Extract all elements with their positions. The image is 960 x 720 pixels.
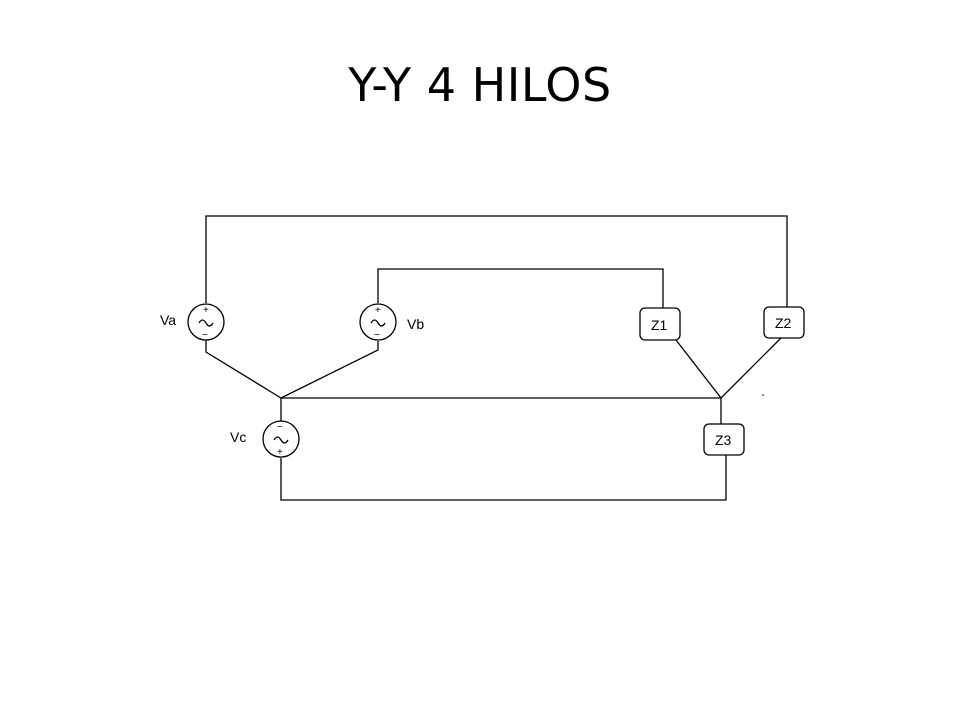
impedance-z1-label: Z1 bbox=[651, 317, 668, 333]
wire-z2-to-neutral bbox=[720, 337, 782, 399]
wire-va-to-z2 bbox=[205, 215, 788, 307]
impedance-z3: Z3 bbox=[703, 423, 745, 456]
impedance-z3-label: Z3 bbox=[715, 432, 732, 448]
source-vc-polarity-bottom: + bbox=[277, 447, 283, 458]
source-vb-polarity-top: + bbox=[375, 305, 381, 316]
source-vc: − + Vc bbox=[230, 420, 300, 458]
source-vc-polarity-top: − bbox=[277, 422, 283, 433]
impedance-z1: Z1 bbox=[639, 307, 681, 341]
source-va-polarity-bottom: − bbox=[202, 330, 208, 341]
impedance-z2: Z2 bbox=[763, 306, 805, 339]
impedance-z1-box bbox=[639, 307, 681, 341]
ac-wave-icon bbox=[198, 319, 214, 327]
slide-title: Y-Y 4 HILOS bbox=[348, 58, 612, 112]
impedance-z2-box bbox=[763, 306, 805, 339]
wire-va-to-neutral bbox=[205, 340, 282, 399]
source-vb: + − Vb bbox=[359, 303, 424, 341]
wires bbox=[205, 215, 788, 501]
impedance-z3-box bbox=[703, 423, 745, 456]
wire-vb-to-neutral bbox=[280, 341, 379, 399]
ac-wave-icon bbox=[273, 436, 289, 444]
source-vb-label: Vb bbox=[407, 316, 424, 332]
stray-dot bbox=[762, 394, 764, 396]
source-vb-polarity-bottom: − bbox=[374, 330, 380, 341]
source-va-polarity-top: + bbox=[203, 305, 209, 316]
wire-z1-to-neutral bbox=[675, 339, 722, 399]
source-vc-label: Vc bbox=[230, 429, 246, 445]
source-va-label: Va bbox=[160, 312, 176, 328]
ac-wave-icon bbox=[370, 319, 386, 327]
source-va: + − Va bbox=[160, 303, 225, 341]
wire-vb-to-z1 bbox=[377, 268, 664, 308]
wire-vc-to-z3 bbox=[280, 455, 727, 501]
impedance-z2-label: Z2 bbox=[775, 315, 792, 331]
